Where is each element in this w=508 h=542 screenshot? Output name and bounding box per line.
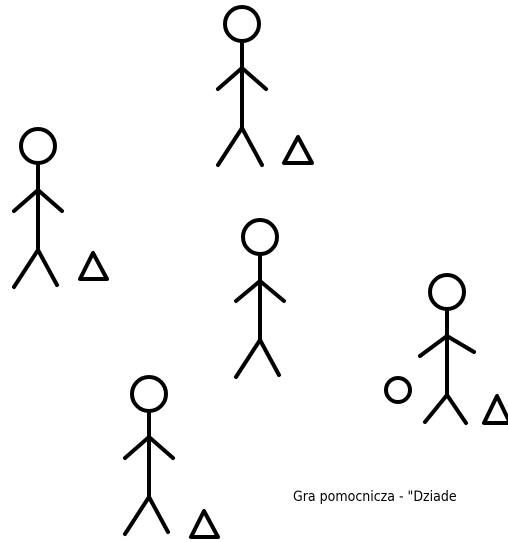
player-left-arm [216,66,244,91]
player-left-leg [216,126,244,167]
cone-icon [189,509,220,539]
player-figure-center [234,218,286,379]
player-head [241,218,279,256]
player-figure-bottom [123,375,175,536]
player-head [428,273,466,311]
player-left-arm [123,435,151,460]
player-head [19,127,57,165]
diagram-caption: Gra pomocnicza - "Dziade [293,489,457,505]
player-left-leg [423,393,449,424]
player-right-arm [240,66,268,91]
player-left-arm [234,279,262,303]
player-right-arm [147,435,175,460]
cone-icon [282,135,314,165]
player-right-leg [445,393,468,425]
player-right-leg [240,126,264,167]
ball-icon [384,376,412,404]
player-right-leg [258,338,281,377]
player-left-leg [123,495,151,536]
player-left-leg [12,248,40,289]
player-right-leg [36,248,59,287]
player-head [130,375,168,413]
player-left-arm [12,188,40,213]
player-right-arm [445,334,476,354]
cone-icon [78,251,109,281]
player-left-arm [418,334,449,358]
player-right-arm [258,279,286,303]
player-right-arm [36,188,64,213]
player-figure-top [216,5,268,167]
cone-icon [482,394,508,425]
player-head [223,5,261,43]
player-figure-right [418,273,476,425]
player-right-leg [147,495,170,534]
player-figure-left [12,127,64,289]
player-left-leg [234,338,262,379]
